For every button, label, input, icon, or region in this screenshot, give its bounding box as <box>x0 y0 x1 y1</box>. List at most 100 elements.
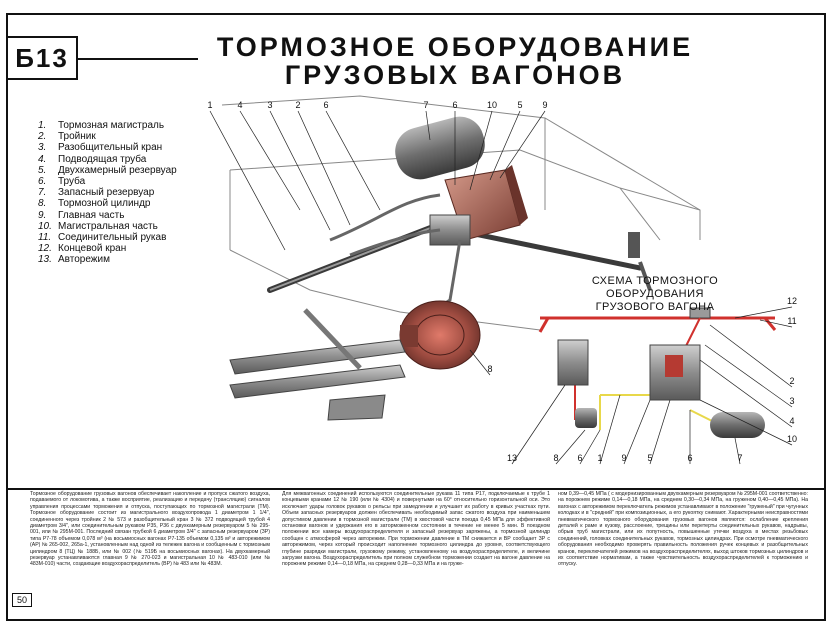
callout-top: 9 <box>542 100 547 110</box>
callout-schema-bottom: 6 <box>687 453 692 463</box>
poster-frame <box>6 13 826 621</box>
callout-top: 6 <box>452 100 457 110</box>
poster-code: Б13 <box>6 36 78 80</box>
legend-number: 9. <box>38 209 47 221</box>
callout-schema-bottom: 7 <box>737 453 742 463</box>
callout-schema-bottom-leader <box>555 429 586 465</box>
legend-number: 10. <box>38 220 52 232</box>
legend-number: 3. <box>38 142 47 154</box>
callout-schema-right: 10 <box>787 434 797 444</box>
legend-item: 9. Главная часть <box>38 210 228 221</box>
callout-top-leader <box>239 110 301 211</box>
page-number: 50 <box>12 593 32 607</box>
legend-item: 7. Запасный резервуар <box>38 187 228 198</box>
title-line-2: ГРУЗОВЫХ ВАГОНОВ <box>284 60 626 90</box>
description-column-2: Для межвагонных соединений используются … <box>282 491 550 568</box>
legend-number: 11. <box>38 232 52 244</box>
callout-schema-bottom-leader <box>623 399 651 465</box>
callout-top-leader <box>425 110 431 141</box>
callout-top: 2 <box>295 100 300 110</box>
legend-label: Подводящая труба <box>58 153 147 165</box>
callout-schema-bottom: 1 <box>597 453 602 463</box>
page-title: ТОРМОЗНОЕ ОБОРУДОВАНИЕ ГРУЗОВЫХ ВАГОНОВ <box>200 33 710 89</box>
legend-item: 13.Авторежим <box>38 254 228 265</box>
callout-top: 5 <box>517 100 522 110</box>
callout-schema-right-leader <box>759 319 793 328</box>
callout-top: 3 <box>267 100 272 110</box>
description-column-1: Тормозное оборудование грузовых вагонов … <box>30 491 270 568</box>
schema-diagram <box>538 307 777 438</box>
schema-title: СХЕМА ТОРМОЗНОГО ОБОРУДОВАНИЯ ГРУЗОВОГО … <box>545 275 765 314</box>
legend-label: Соединительный рукав <box>58 232 167 244</box>
legend-item: 3. Разобщительный кран <box>38 142 228 153</box>
legend-item: 4. Подводящая труба <box>38 154 228 165</box>
legend-item: 11. Соединительный рукав <box>38 232 228 243</box>
header-divider <box>78 58 198 60</box>
callout-schema-right-leader <box>704 344 793 408</box>
callout-schema-bottom-leader <box>579 429 601 465</box>
callout-top-leader <box>325 110 381 211</box>
legend-number: 13. <box>38 254 52 266</box>
callout-top: 1 <box>207 100 212 110</box>
callout-cylinder-leader <box>469 349 491 376</box>
callout-schema-right-leader <box>734 306 793 319</box>
callout-schema-right-leader <box>699 359 793 428</box>
callout-schema-right: 3 <box>789 396 794 406</box>
callout-schema-right: 2 <box>789 376 794 386</box>
legend-label: Главная часть <box>58 209 125 221</box>
callout-schema-bottom-leader <box>511 384 566 465</box>
callout-top-leader <box>469 110 493 191</box>
legend-item: 5. Двухкамерный резервуар <box>38 165 228 176</box>
callout-schema-bottom-leader <box>734 437 741 465</box>
callout-top-leader <box>269 110 331 231</box>
schema-title-line-1: СХЕМА ТОРМОЗНОГО ОБОРУДОВАНИЯ <box>591 275 719 300</box>
brake-cylinder <box>399 300 481 370</box>
legend-label: Запасный резервуар <box>58 187 155 199</box>
legend-item: 12. Концевой кран <box>38 243 228 254</box>
callout-schema-bottom-leader <box>649 399 671 465</box>
callout-top: 10 <box>487 100 497 110</box>
legend-label: Разобщительный кран <box>58 142 163 154</box>
legend-item: 10. Магистральная часть <box>38 221 228 232</box>
legend-label: Концевой кран <box>58 243 127 255</box>
legend-label: Тормозная магистраль <box>58 120 165 131</box>
callout-cylinder: 8 <box>487 364 492 374</box>
legend-number: 1. <box>38 120 47 131</box>
callout-schema-right: 4 <box>789 416 794 426</box>
legend-item: 8.Тормозной цилиндр <box>38 198 228 209</box>
callout-schema-bottom: 8 <box>553 453 558 463</box>
callout-schema-bottom: 13 <box>507 453 517 463</box>
legend-label: Труба <box>58 176 86 188</box>
callout-top-leader <box>209 110 286 251</box>
title-line-1: ТОРМОЗНОЕ ОБОРУДОВАНИЕ <box>216 32 694 62</box>
callout-schema-right-leader <box>699 399 793 446</box>
legend-label: Двухкамерный резервуар <box>58 164 177 176</box>
schema-title-line-2: ГРУЗОВОГО ВАГОНА <box>595 301 715 313</box>
legend-number: 12. <box>38 243 52 255</box>
callout-top-leader <box>499 110 546 179</box>
callout-schema-right: 12 <box>787 296 797 306</box>
legend-item: 2.Тройник <box>38 131 228 142</box>
callout-top: 4 <box>237 100 242 110</box>
air-distributor <box>429 165 528 246</box>
legend-number: 5. <box>38 164 47 176</box>
legend-number: 6. <box>38 176 47 188</box>
description-column-3: ном 0,39—0,45 МПа ( с модернизированным … <box>558 491 808 568</box>
callout-top-leader <box>489 110 521 181</box>
brake-levers <box>229 308 406 421</box>
callout-schema-right-leader <box>709 324 793 388</box>
legend-number: 7. <box>38 187 47 199</box>
callout-top: 6 <box>323 100 328 110</box>
callout-schema-bottom: 6 <box>577 453 582 463</box>
callout-schema-bottom: 9 <box>621 453 626 463</box>
legend-number: 4. <box>38 153 47 165</box>
legend-item: 6. Труба <box>38 176 228 187</box>
callout-top: 7 <box>423 100 428 110</box>
legend-label: Магистральная часть <box>58 220 158 232</box>
text-divider <box>6 488 826 490</box>
legend-item: 1. Тормозная магистраль <box>38 120 228 131</box>
callout-schema-bottom-leader <box>599 394 621 465</box>
callout-top-leader <box>297 110 351 226</box>
